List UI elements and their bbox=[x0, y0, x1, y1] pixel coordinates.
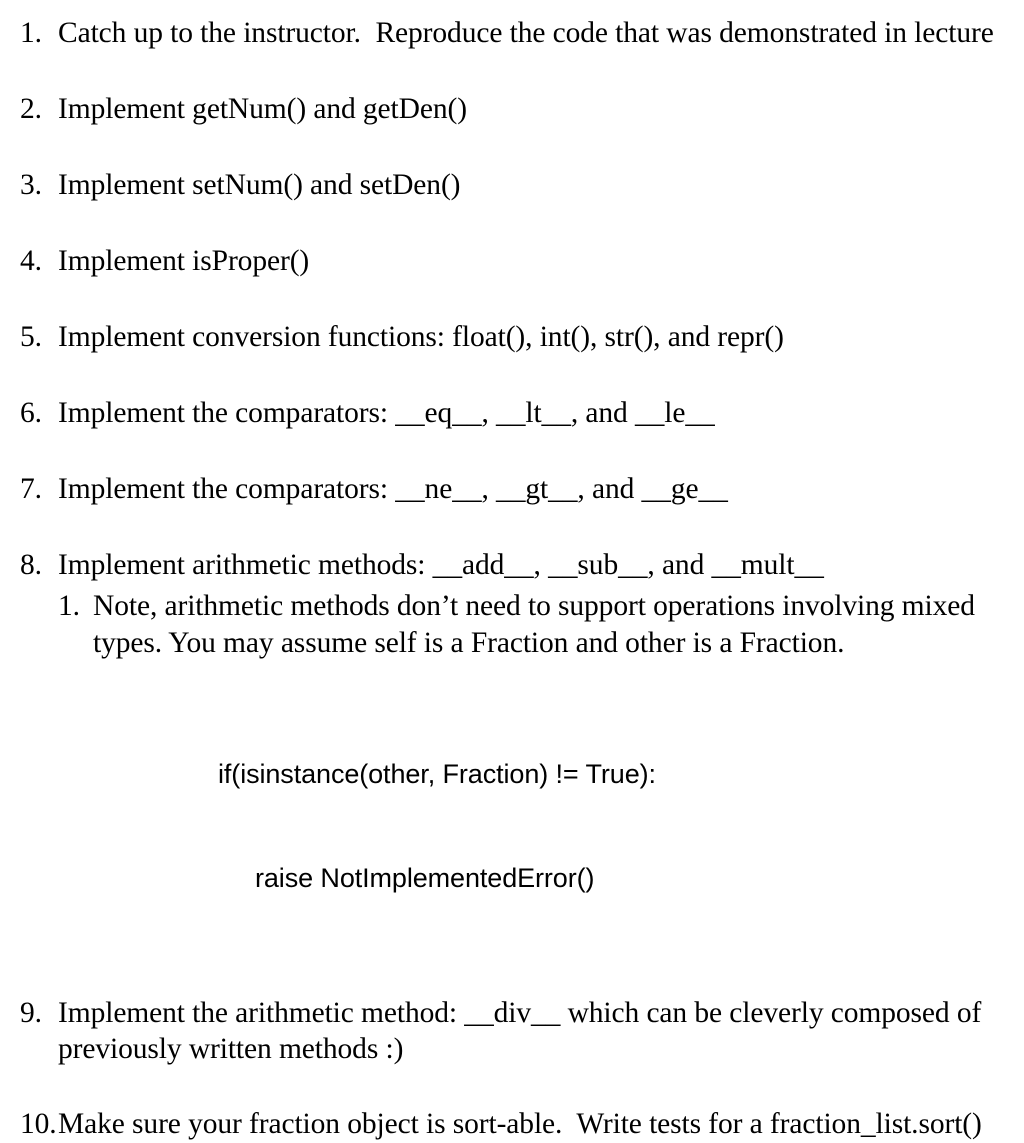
list-item-text: Implement arithmetic methods: __add__, _… bbox=[58, 548, 824, 581]
list-item: 8. Implement arithmetic methods: __add__… bbox=[0, 548, 1024, 965]
sub-list-item: 1. Note, arithmetic methods don’t need t… bbox=[58, 588, 1024, 662]
task-list: 1. Catch up to the instructor. Reproduce… bbox=[0, 16, 1024, 1143]
list-item-marker: 9. bbox=[20, 996, 42, 1029]
list-item: 10. Make sure your fraction object is so… bbox=[0, 1107, 1024, 1143]
list-item-marker: 4. bbox=[20, 244, 42, 277]
sub-list-item-marker: 1. bbox=[58, 589, 80, 622]
list-item-marker: 10. bbox=[20, 1107, 57, 1140]
list-item: 4. Implement isProper() bbox=[0, 244, 1024, 280]
list-item-text: Catch up to the instructor. Reproduce th… bbox=[58, 17, 994, 49]
list-item-text: Implement isProper() bbox=[58, 244, 310, 277]
code-line-raise: raise NotImplementedError() bbox=[255, 862, 595, 893]
list-item-text: Make sure your fraction object is sort-a… bbox=[58, 1107, 982, 1140]
list-item-marker: 6. bbox=[20, 396, 42, 429]
code-line-if: if(isinstance(other, Fraction) != True): bbox=[218, 759, 656, 790]
list-item-text: Implement setNum() and setDen() bbox=[58, 168, 461, 201]
list-item-text: Implement the arithmetic method: __div__… bbox=[58, 996, 989, 1065]
list-item: 2. Implement getNum() and getDen() bbox=[0, 92, 1024, 128]
list-item-marker: 7. bbox=[20, 472, 42, 505]
list-item-marker: 5. bbox=[20, 320, 42, 353]
list-item-marker: 1. bbox=[20, 17, 42, 49]
list-item: 5. Implement conversion functions: float… bbox=[0, 320, 1024, 356]
list-item: 7. Implement the comparators: __ne__, __… bbox=[0, 472, 1024, 508]
document-page: 1. Catch up to the instructor. Reproduce… bbox=[0, 16, 1024, 1140]
list-item: 6. Implement the comparators: __eq__, __… bbox=[0, 396, 1024, 432]
list-item-text: Implement the comparators: __eq__, __lt_… bbox=[58, 396, 715, 429]
code-snippet: if(isinstance(other, Fraction) != True):… bbox=[58, 688, 1024, 964]
list-item-marker: 3. bbox=[20, 168, 42, 201]
list-item-text: Implement conversion functions: float(),… bbox=[58, 320, 784, 353]
sub-list-item-text: Note, arithmetic methods don’t need to s… bbox=[93, 589, 975, 660]
list-item: 9. Implement the arithmetic method: __di… bbox=[0, 996, 1024, 1068]
list-item: 3. Implement setNum() and setDen() bbox=[0, 168, 1024, 204]
list-item-text: Implement getNum() and getDen() bbox=[58, 92, 467, 125]
list-item: 1. Catch up to the instructor. Reproduce… bbox=[0, 16, 1024, 52]
list-item-text: Implement the comparators: __ne__, __gt_… bbox=[58, 472, 728, 505]
sub-task-list: 1. Note, arithmetic methods don’t need t… bbox=[58, 588, 1024, 662]
list-item-marker: 2. bbox=[20, 92, 42, 125]
list-item-marker: 8. bbox=[20, 548, 42, 581]
